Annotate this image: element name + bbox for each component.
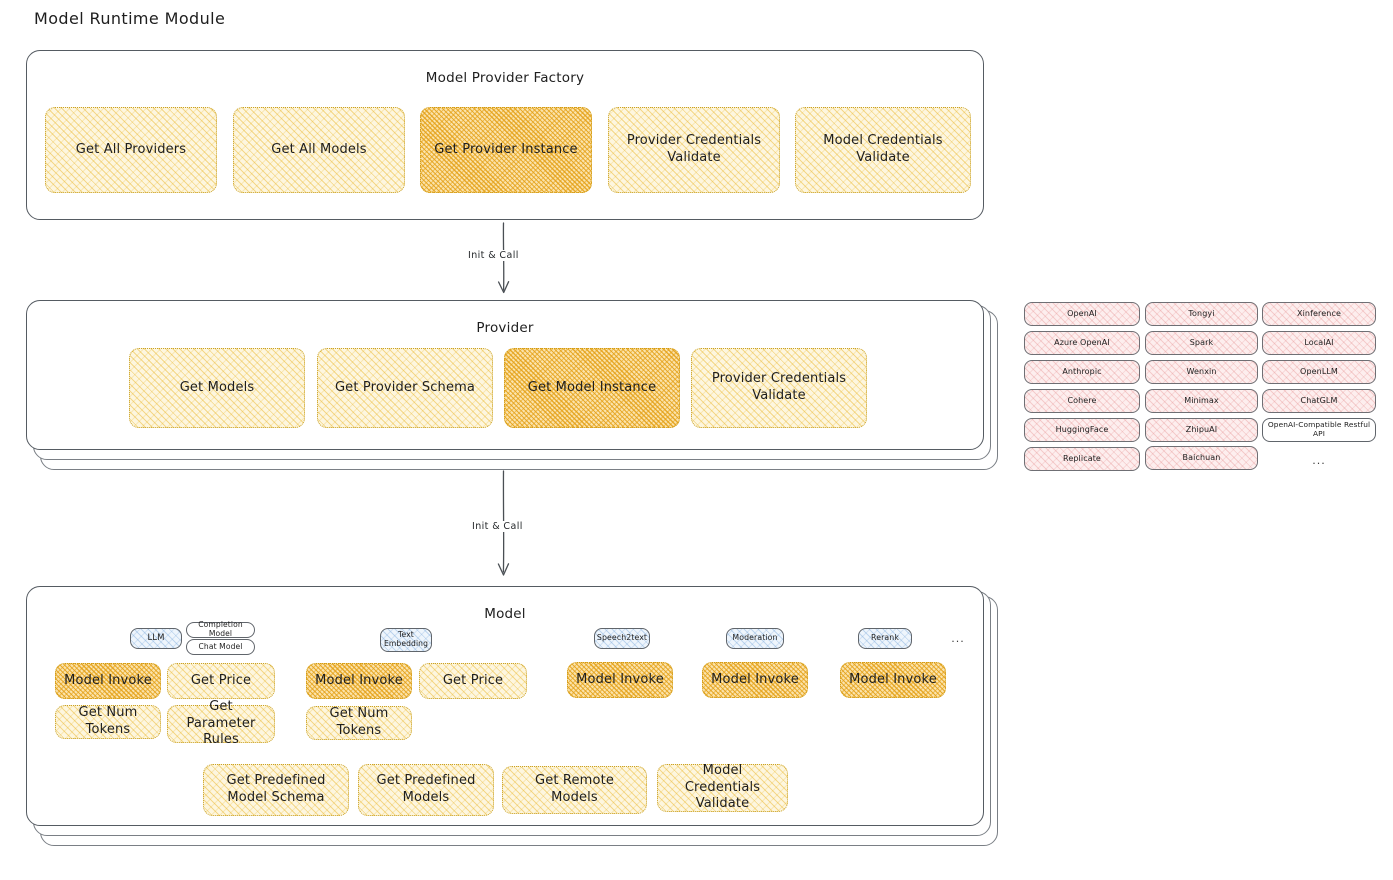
node-llm-get-num-tokens[interactable]: Get Num Tokens xyxy=(55,705,161,739)
model-type-badge-llm[interactable]: LLM xyxy=(130,628,182,649)
node-get-model-instance[interactable]: Get Model Instance xyxy=(504,348,680,428)
panel-title-provider: Provider xyxy=(476,320,534,336)
node-model-credentials-validate[interactable]: Model Credentials Validate xyxy=(795,107,971,193)
model-type-badge-text-embedding[interactable]: Text Embedding xyxy=(380,628,432,652)
provider-chip-replicate[interactable]: Replicate xyxy=(1024,447,1140,471)
provider-chip-cohere[interactable]: Cohere xyxy=(1024,389,1140,413)
node-provider-credentials-validate[interactable]: Provider Credentials Validate xyxy=(608,107,780,193)
node-llm-get-parameter-rules[interactable]: Get Parameter Rules xyxy=(167,699,275,747)
arrow-label-init-call-1: Init & Call xyxy=(465,250,522,261)
provider-chip-openai-compatible-restful-api[interactable]: OpenAI-Compatible Restful API xyxy=(1262,418,1376,442)
node-embedding-get-num-tokens[interactable]: Get Num Tokens xyxy=(306,706,412,740)
arrow-factory-to-provider: Init & Call xyxy=(460,222,550,302)
provider-chip-baichuan[interactable]: Baichuan xyxy=(1145,446,1258,470)
arrow-label-init-call-2: Init & Call xyxy=(469,521,526,532)
provider-chip-localai[interactable]: LocalAI xyxy=(1262,331,1376,355)
node-get-provider-instance[interactable]: Get Provider Instance xyxy=(420,107,592,193)
arrow-provider-to-model: Init & Call xyxy=(463,470,553,585)
node-get-predefined-model-schema[interactable]: Get Predefined Model Schema xyxy=(203,764,349,816)
page-title: Model Runtime Module xyxy=(34,9,226,28)
provider-chip-anthropic[interactable]: Anthropic xyxy=(1024,360,1140,384)
node-llm-get-price[interactable]: Get Price xyxy=(167,663,275,699)
model-type-badge-moderation[interactable]: Moderation xyxy=(726,628,784,649)
node-model-credentials-validate-3[interactable]: Model Credentials Validate xyxy=(657,763,788,812)
provider-chip-azure-openai[interactable]: Azure OpenAI xyxy=(1024,331,1140,355)
node-get-remote-models[interactable]: Get Remote Models xyxy=(502,766,647,814)
model-type-badge-speech2text[interactable]: Speech2text xyxy=(594,628,650,649)
node-get-all-models[interactable]: Get All Models xyxy=(233,107,405,193)
node-moderation-model-invoke[interactable]: Model Invoke xyxy=(702,662,808,698)
provider-chip-openai[interactable]: OpenAI xyxy=(1024,302,1140,326)
provider-chip-huggingface[interactable]: HuggingFace xyxy=(1024,418,1140,442)
node-rerank-model-invoke[interactable]: Model Invoke xyxy=(840,662,946,698)
provider-chip-chatglm[interactable]: ChatGLM xyxy=(1262,389,1376,413)
model-type-sub-completion-model[interactable]: Completion Model xyxy=(186,620,255,638)
node-get-predefined-models[interactable]: Get Predefined Models xyxy=(358,764,494,816)
panel-title-model: Model xyxy=(484,606,526,622)
node-embedding-model-invoke[interactable]: Model Invoke xyxy=(306,663,412,699)
provider-chip-tongyi[interactable]: Tongyi xyxy=(1145,302,1258,326)
panel-model: Model xyxy=(26,586,984,826)
model-type-badge-rerank[interactable]: Rerank xyxy=(858,628,912,649)
node-speech2text-model-invoke[interactable]: Model Invoke xyxy=(567,662,673,698)
provider-chip-openllm[interactable]: OpenLLM xyxy=(1262,360,1376,384)
arrow-icon xyxy=(497,222,510,294)
provider-list-more: ... xyxy=(1312,453,1326,467)
node-llm-model-invoke[interactable]: Model Invoke xyxy=(55,663,161,699)
panel-title-factory: Model Provider Factory xyxy=(425,70,585,86)
node-embedding-get-price[interactable]: Get Price xyxy=(419,663,527,699)
model-type-badges-more: ... xyxy=(951,631,965,645)
provider-chip-spark[interactable]: Spark xyxy=(1145,331,1258,355)
provider-chip-zhipuai[interactable]: ZhipuAI xyxy=(1145,418,1258,442)
node-get-provider-schema[interactable]: Get Provider Schema xyxy=(317,348,493,428)
provider-chip-minimax[interactable]: Minimax xyxy=(1145,389,1258,413)
node-get-all-providers[interactable]: Get All Providers xyxy=(45,107,217,193)
provider-chip-wenxin[interactable]: Wenxin xyxy=(1145,360,1258,384)
model-type-sub-chat-model[interactable]: Chat Model xyxy=(186,639,255,655)
node-get-models[interactable]: Get Models xyxy=(129,348,305,428)
node-provider-credentials-validate-2[interactable]: Provider Credentials Validate xyxy=(691,348,867,428)
provider-chip-xinference[interactable]: Xinference xyxy=(1262,302,1376,326)
